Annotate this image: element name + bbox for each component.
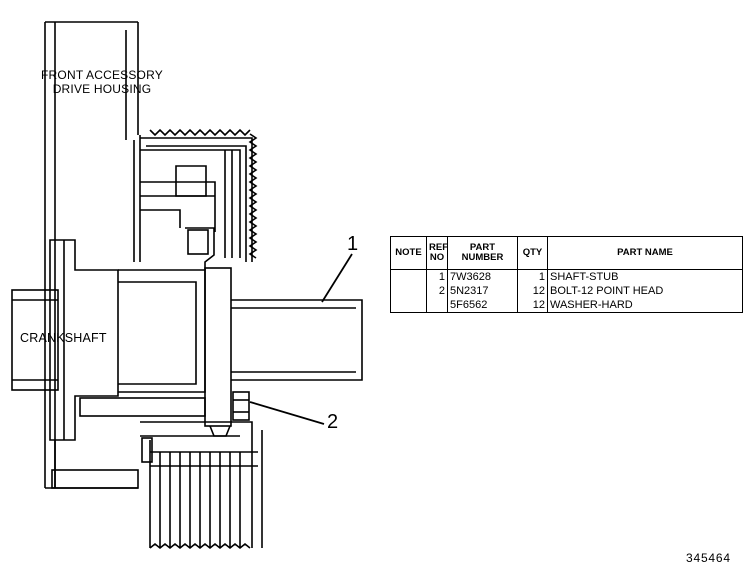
cell-part-name: WASHER-HARD [547, 298, 743, 313]
table-row: 1 7W3628 1 SHAFT-STUB [390, 269, 743, 284]
adapter-hub [118, 227, 215, 393]
housing-label-line-2: DRIVE HOUSING [52, 82, 152, 96]
front-accessory-drive-housing-label: FRONT ACCESSORY DRIVE HOUSING [22, 68, 182, 96]
table-row: 2 5N2317 12 BOLT-12 POINT HEAD [390, 284, 743, 298]
cell-part-name: SHAFT-STUB [547, 269, 743, 284]
cell-note [390, 298, 427, 313]
callout-2: 2 [327, 411, 339, 433]
leader-line-1 [321, 253, 353, 303]
housing-label-line-1: FRONT ACCESSORY [41, 68, 163, 82]
parts-table: NOTE REF NO PART NUMBER QTY PART NAME 1 … [390, 236, 743, 313]
bolt-12-point-head [79, 391, 250, 421]
cell-part-number: 5F6562 [447, 298, 518, 313]
callout-1: 1 [347, 233, 359, 255]
cell-ref [426, 298, 448, 313]
header-qty: QTY [517, 236, 548, 270]
header-note: NOTE [390, 236, 427, 270]
upper-gear-stack [133, 128, 258, 262]
header-ref-line-1: REF [429, 242, 448, 253]
cell-note [390, 284, 427, 298]
crankshaft-label: CRANKSHAFT [20, 331, 107, 345]
header-part-line-1: PART [469, 242, 496, 253]
cell-qty: 12 [517, 284, 548, 298]
cell-part-number: 5N2317 [447, 284, 518, 298]
cell-part-number: 7W3628 [447, 269, 518, 284]
leader-lines [249, 253, 353, 425]
table-row: 5F6562 12 WASHER-HARD [390, 298, 743, 313]
cell-qty: 1 [517, 269, 548, 284]
header-part-name: PART NAME [547, 236, 743, 270]
crankshaft-flange [49, 239, 139, 489]
cell-qty: 12 [517, 298, 548, 313]
cell-ref: 2 [426, 284, 448, 298]
header-part-number: PART NUMBER [447, 236, 518, 270]
cell-part-name: BOLT-12 POINT HEAD [547, 284, 743, 298]
cell-note [390, 269, 427, 284]
lower-gear-stack [140, 421, 263, 550]
parts-table-header: NOTE REF NO PART NUMBER QTY PART NAME [390, 236, 743, 270]
header-ref-line-2: NO [429, 252, 445, 263]
leader-line-2 [249, 401, 325, 425]
cell-ref: 1 [426, 269, 448, 284]
header-ref-no: REF NO [426, 236, 448, 270]
shaft-stub [204, 267, 363, 437]
drawing-number: 345464 [686, 551, 731, 565]
header-part-line-2: NUMBER [461, 252, 504, 263]
